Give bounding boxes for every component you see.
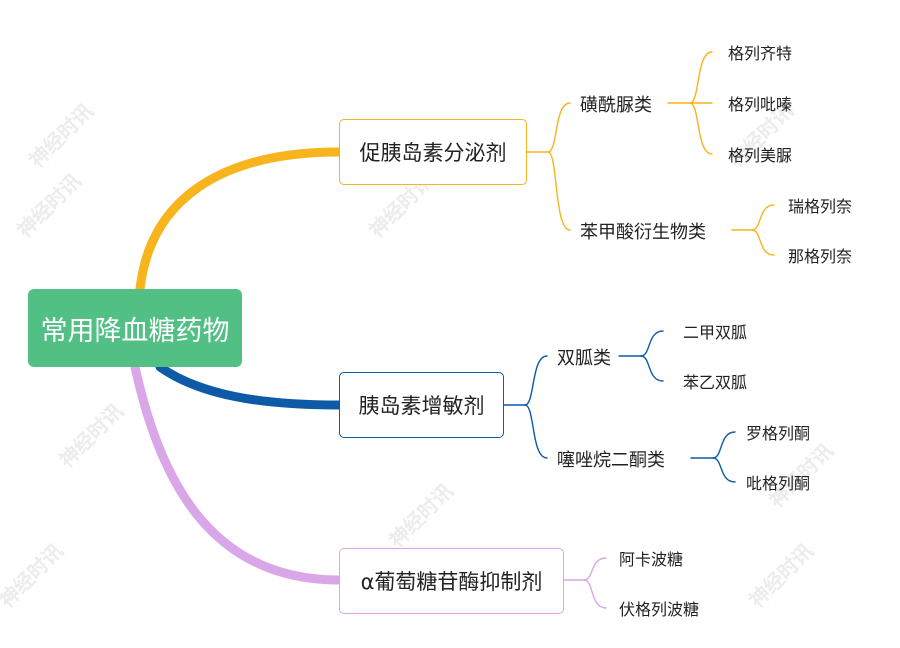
- bracket-biguanides-lead-1: [640, 355, 664, 382]
- bracket-benzoic-lead-1: [751, 229, 775, 256]
- subtopic-thiazolidinediones[interactable]: 噻唑烷二酮类: [557, 450, 665, 471]
- leaf-gliclazide[interactable]: 格列齐特: [728, 44, 793, 63]
- leaf-phenformin[interactable]: 苯乙双胍: [683, 373, 748, 392]
- leaf-pioglitazone[interactable]: 吡格列酮: [746, 474, 811, 493]
- leaf-repaglinide[interactable]: 瑞格列奈: [788, 197, 853, 216]
- bracket-biguanides-lead-0: [640, 330, 664, 357]
- bracket-sensitizers-lead-0: [524, 355, 548, 406]
- bracket-secretagogues-lead-1: [547, 151, 571, 231]
- subtopic-sulfonylureas[interactable]: 磺酰脲类: [580, 95, 652, 116]
- bracket-benzoic-lead-0: [751, 204, 775, 231]
- bracket-sulfonylureas-lead-0: [689, 51, 713, 104]
- bracket-sulfonylureas-lead-2: [689, 102, 713, 155]
- leaf-metformin[interactable]: 二甲双胍: [683, 323, 748, 342]
- bracket-alpha-glucosidase-lead-0: [583, 557, 607, 581]
- bracket-alpha-glucosidase-lead-1: [583, 579, 607, 609]
- bracket-tzd-lead-0: [712, 431, 736, 459]
- bracket-secretagogues-lead-0: [547, 102, 571, 153]
- root-link-alpha-glucosidase: [130, 362, 344, 585]
- subtopic-benzoic-acid-derivatives[interactable]: 苯甲酸衍生物类: [580, 222, 706, 243]
- branch-node-sensitizers[interactable]: 胰岛素增敏剂: [339, 372, 504, 438]
- bracket-tzd-lead-1: [712, 457, 736, 483]
- leaf-acarbose[interactable]: 阿卡波糖: [619, 550, 684, 569]
- root-link-secretagogues: [135, 147, 344, 294]
- leaf-voglibose[interactable]: 伏格列波糖: [619, 600, 700, 619]
- branch-node-secretagogues[interactable]: 促胰岛素分泌剂: [339, 119, 527, 185]
- bracket-sensitizers-lead-1: [524, 404, 548, 459]
- subtopic-biguanides[interactable]: 双胍类: [557, 348, 611, 369]
- root-node[interactable]: 常用降血糖药物: [28, 289, 242, 367]
- leaf-glipizide[interactable]: 格列吡嗪: [728, 95, 793, 114]
- branch-node-alpha-glucosidase-inhibitors[interactable]: α葡萄糖苷酶抑制剂: [339, 548, 564, 614]
- root-link-sensitizers: [155, 362, 344, 410]
- leaf-nateglinide[interactable]: 那格列奈: [788, 247, 853, 266]
- leaf-glimepiride[interactable]: 格列美脲: [728, 146, 793, 165]
- leaf-rosiglitazone[interactable]: 罗格列酮: [746, 424, 811, 443]
